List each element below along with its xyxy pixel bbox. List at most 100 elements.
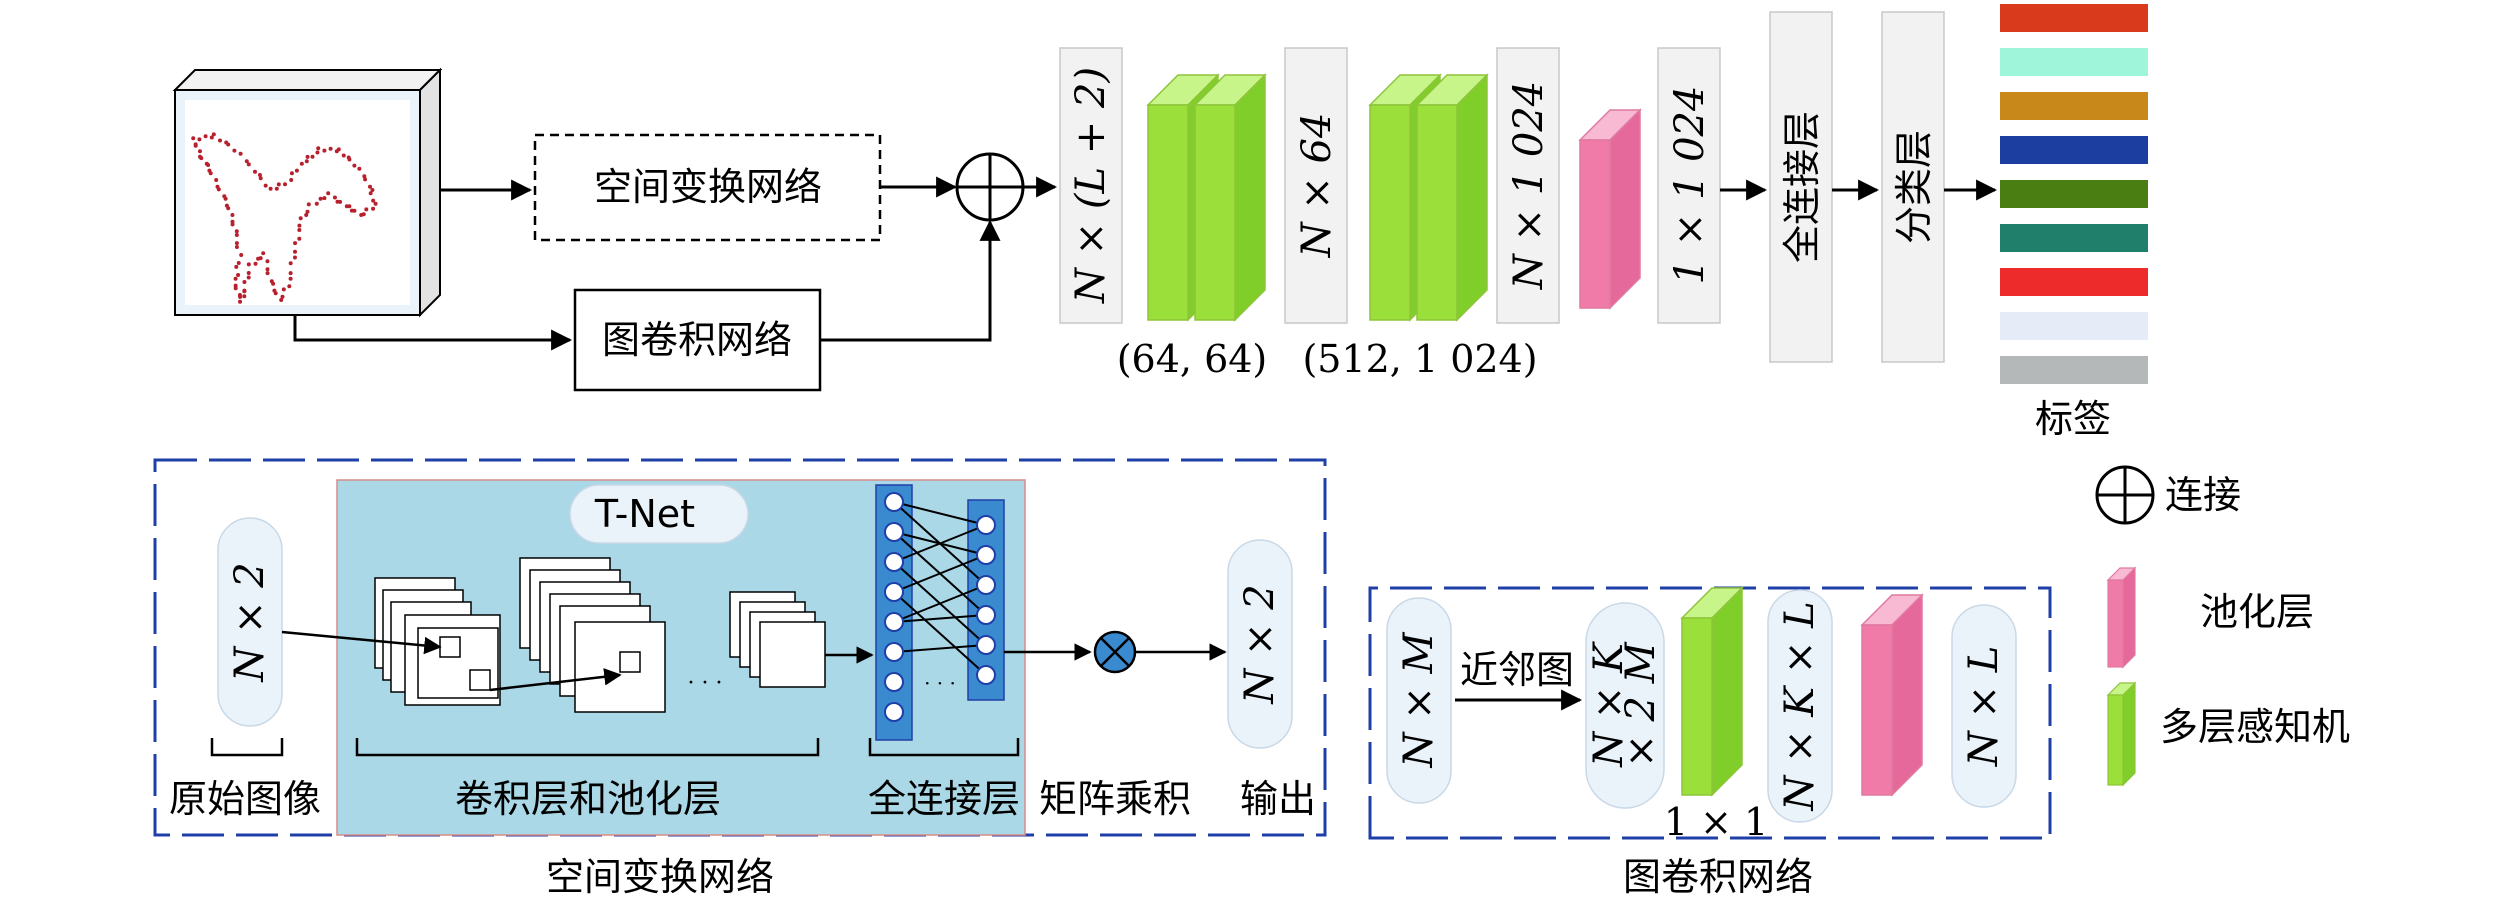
point <box>233 283 238 288</box>
point <box>322 196 327 201</box>
point <box>305 154 310 159</box>
point <box>215 184 220 189</box>
point <box>234 264 239 269</box>
fc-neuron <box>976 605 996 625</box>
point <box>197 149 202 154</box>
point <box>234 233 239 238</box>
point <box>238 151 243 156</box>
point <box>256 256 261 261</box>
point <box>211 132 216 137</box>
knn-label: 近邻图 <box>1460 648 1574 692</box>
point <box>316 146 321 151</box>
point <box>268 186 273 191</box>
point <box>352 163 357 168</box>
point <box>193 142 198 147</box>
fc-connection <box>893 584 987 623</box>
stn-box <box>533 133 882 242</box>
cls-block <box>1881 11 1945 363</box>
fc-label: 全连接层 <box>1780 111 1824 263</box>
point <box>298 216 303 221</box>
legend-concat-icon <box>2095 465 2155 525</box>
point <box>359 213 364 217</box>
legend-concat-label: 连接 <box>2165 473 2241 517</box>
point <box>198 154 202 159</box>
legend-mlp-icon <box>2106 681 2137 787</box>
point <box>239 253 244 257</box>
conv-stack-2 <box>519 557 666 713</box>
point <box>253 261 258 266</box>
point <box>336 147 341 152</box>
fc-neuron <box>976 545 996 565</box>
gcn-nk2m-line2: × 2 M <box>1618 641 1664 767</box>
fc-block <box>1769 11 1833 363</box>
point <box>214 178 219 182</box>
point <box>318 196 323 201</box>
point <box>269 279 274 284</box>
point <box>242 289 247 294</box>
dim-n-l2: N × (L + 2) <box>1068 67 1114 304</box>
point <box>272 288 277 293</box>
stn-input-caption: 原始图像 <box>169 777 321 821</box>
stn-output-block <box>1227 539 1293 749</box>
stn-matmul-caption: 矩阵乘积 <box>1039 777 1191 821</box>
gcn-mlp-slab <box>1680 586 1744 797</box>
point <box>364 207 369 212</box>
stn-output-dim: N × 2 <box>1237 584 1283 704</box>
point <box>253 169 257 174</box>
feature-block-n1024 <box>1496 47 1560 324</box>
fc-neuron <box>976 515 996 535</box>
fc-neuron <box>884 552 904 572</box>
label-color-bar <box>2000 48 2148 76</box>
point <box>234 241 239 246</box>
fc-ellipsis: · · · <box>924 671 956 695</box>
feature-block-n-l2 <box>1059 47 1123 324</box>
point <box>246 262 251 267</box>
fc-connection <box>893 554 987 593</box>
gcn-nkl-dim: N × K × L <box>1777 601 1823 811</box>
stn-fc-caption: 全连接层 <box>868 777 1020 821</box>
point <box>305 209 310 214</box>
label-color-bar <box>2000 312 2148 340</box>
fc-neuron <box>884 582 904 602</box>
point <box>347 157 352 162</box>
gcn-input-block <box>1386 597 1452 804</box>
gcn-nk2m-line1: N × K <box>1586 641 1632 768</box>
point <box>371 198 376 203</box>
point <box>246 271 251 276</box>
point <box>368 184 372 189</box>
fc-connection <box>893 524 987 563</box>
label-color-bar <box>2000 136 2148 164</box>
point <box>265 271 270 276</box>
gcn-conv-size: 1 × 1 <box>1664 800 1768 844</box>
point <box>293 241 298 246</box>
point <box>304 159 309 164</box>
arrow-input-to-gcn <box>293 315 573 351</box>
point <box>230 219 235 224</box>
conv-ellipsis: · · · <box>688 671 723 696</box>
point <box>274 186 279 191</box>
point <box>209 135 214 140</box>
point <box>283 182 287 187</box>
point <box>258 176 263 181</box>
point <box>242 294 247 299</box>
point <box>299 161 304 166</box>
legend-pool-label: 池化层 <box>2200 590 2314 634</box>
point <box>297 223 302 228</box>
concat-icon <box>955 152 1025 222</box>
point <box>314 201 319 206</box>
point <box>288 271 293 276</box>
point <box>203 134 208 139</box>
point <box>244 159 249 164</box>
mlp-slab-1 <box>1146 73 1267 322</box>
point <box>292 255 297 260</box>
point <box>207 168 212 173</box>
point <box>234 229 239 234</box>
point <box>237 293 242 297</box>
point <box>276 182 281 187</box>
point <box>293 249 297 254</box>
gcn-box-label: 图卷积网络 <box>602 318 792 362</box>
gcn-output-dim: N × L <box>1961 646 2007 768</box>
point <box>373 201 378 206</box>
brace-fc <box>868 738 1020 757</box>
stn-box-label: 空间变换网络 <box>594 165 822 209</box>
